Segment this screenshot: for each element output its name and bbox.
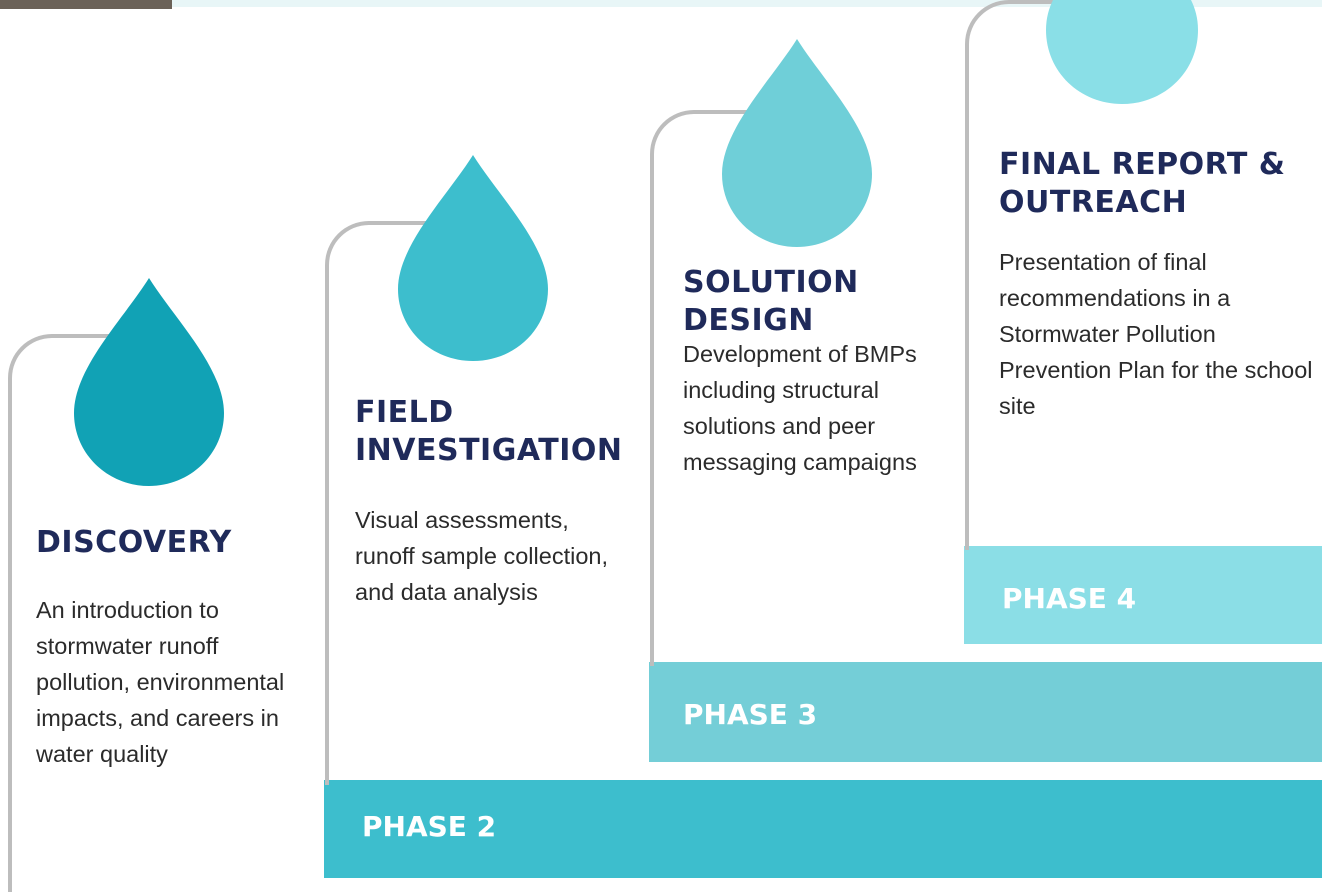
phase-2-description: Visual assessments, runoff sample collec… (355, 507, 608, 605)
phase-3-band: PHASE 3 (649, 662, 1322, 762)
drop-2-icon (398, 155, 548, 361)
phase-2-label: PHASE 2 (362, 810, 497, 843)
drop-4-icon (1046, 0, 1198, 104)
phase-4-band: PHASE 4 (964, 546, 1322, 644)
drop-2-shape (398, 155, 548, 361)
phase-4-bracket (965, 0, 1079, 550)
top-strip (172, 0, 1322, 7)
phase-4-description: Presentation of final recommendations in… (999, 249, 1313, 419)
phase-1-description: An introduction to stormwater runoff pol… (36, 597, 285, 767)
phase-1-title: Discovery (36, 525, 232, 560)
drop-3-icon (722, 39, 872, 247)
drop-1-icon (74, 278, 224, 486)
drop-1-shape (74, 278, 224, 486)
drop-4-shape (1046, 0, 1198, 104)
phase-3-label: PHASE 3 (683, 698, 818, 731)
drop-3-shape (722, 39, 872, 247)
phase-2-band: PHASE 2 (324, 780, 1322, 878)
phase-3-title: Solution Design (683, 265, 859, 338)
phase-2-title: Field Investigation (355, 395, 623, 468)
phase-4-title: Final Report & Outreach (999, 147, 1286, 220)
phase-4-label: PHASE 4 (1002, 582, 1137, 615)
phase-2-bracket (325, 221, 439, 785)
corner-photo (0, 0, 172, 9)
phase-3-description: Development of BMPs including structural… (683, 341, 917, 475)
phase-3-bracket (650, 110, 754, 666)
phase-1-bracket (8, 334, 152, 892)
